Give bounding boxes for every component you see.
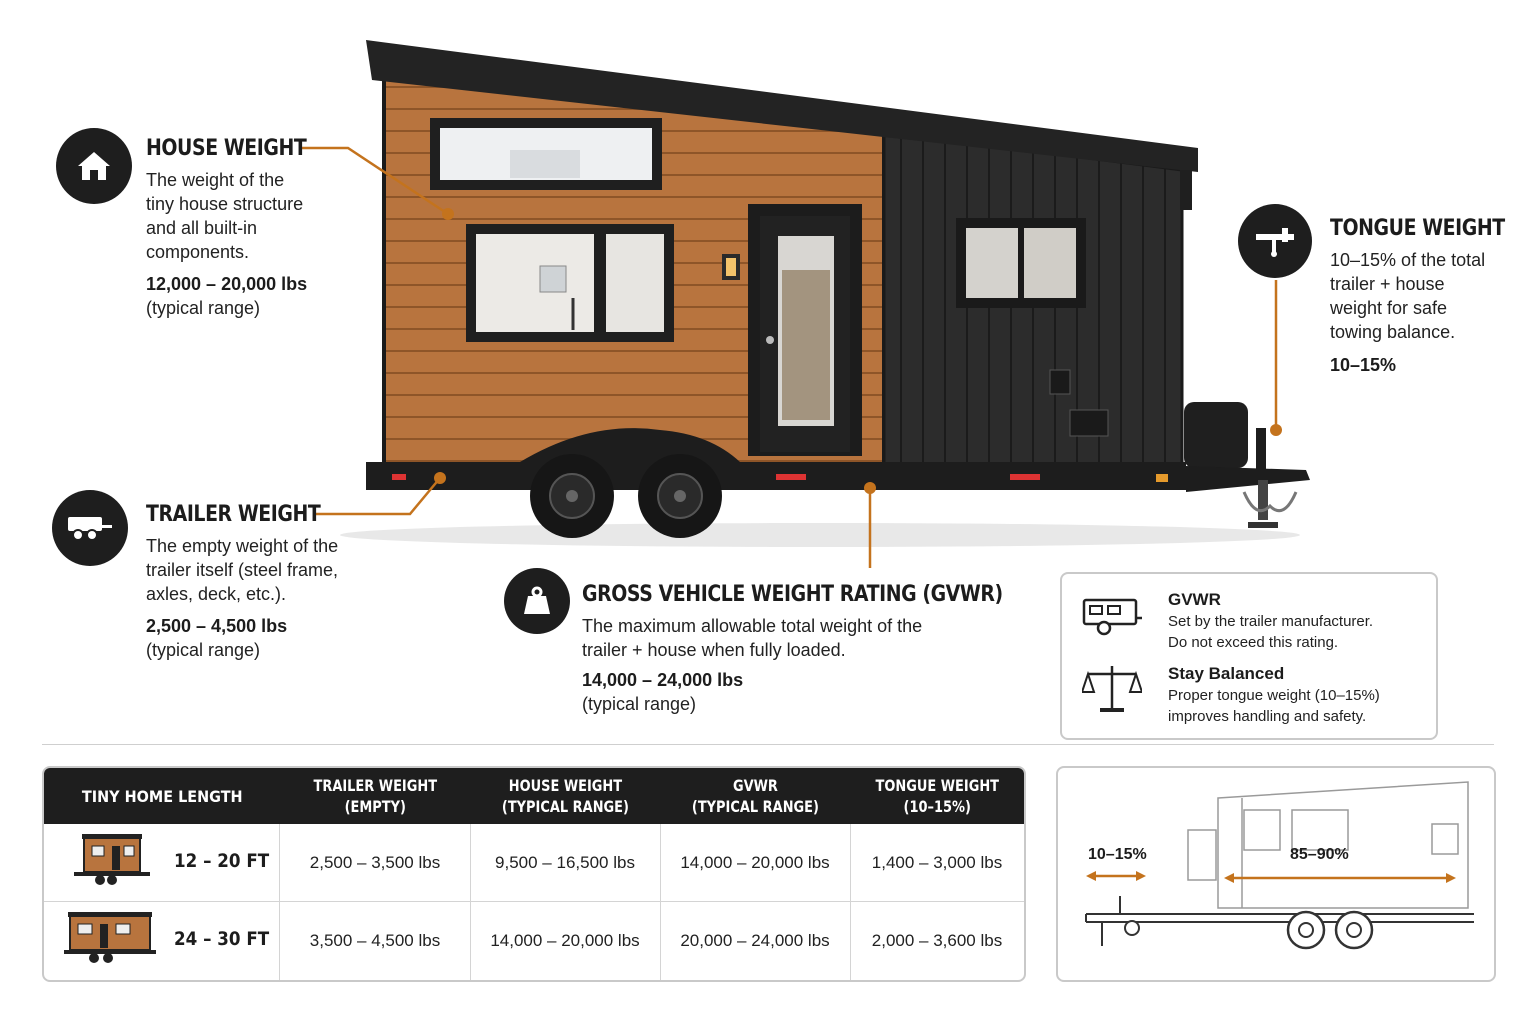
tongue-weight-title: TONGUE WEIGHT <box>1330 216 1505 241</box>
table-cell-trailer: 2,500 – 3,500 lbs <box>280 824 471 901</box>
front-distribution-label: 10–15% <box>1088 846 1147 863</box>
leader-lines <box>300 146 1278 568</box>
table-cell-tongue: 2,000 – 3,600 lbs <box>871 931 1003 950</box>
legend-box: GVWR Set by the trailer manufacturer. Do… <box>1060 572 1438 740</box>
legend-balance-text: Proper tongue weight (10–15%) improves h… <box>1168 687 1380 725</box>
trailer-weight-note: (typical range) <box>146 640 261 660</box>
rv-trailer-icon <box>1082 598 1142 636</box>
trailer-weight-description: The empty weight of the trailer itself (… <box>146 536 339 604</box>
wheel-rear <box>638 454 722 538</box>
trailer-outline-drawing <box>1085 781 1474 950</box>
table-header-tongue: TONGUE WEIGHT(10–15%) <box>850 768 1024 824</box>
table-cell-length: 12 – 20 FT <box>174 850 270 872</box>
trailer-weight-title: TRAILER WEIGHT <box>146 502 321 527</box>
weight-icon <box>504 568 570 634</box>
hitch-icon <box>1238 204 1312 278</box>
gvwr-range: 14,000 – 24,000 lbs <box>582 670 744 690</box>
table-cell-gvwr: 14,000 – 20,000 lbs <box>660 824 851 901</box>
balance-scale-icon <box>1082 666 1142 712</box>
table-header-gvwr: GVWR(TYPICAL RANGE) <box>660 768 851 824</box>
gvwr-note: (typical range) <box>582 694 697 714</box>
gvwr-title: GROSS VEHICLE WEIGHT RATING (GVWR) <box>582 582 1003 607</box>
legend-gvwr-text: Set by the trailer manufacturer. Do not … <box>1168 613 1374 651</box>
house-weight-description: The weight of the tiny house structure a… <box>146 170 304 262</box>
weight-distribution-diagram: 10–15% 85–90% <box>1056 766 1496 982</box>
house-weight-note: (typical range) <box>146 298 261 318</box>
house-icon <box>56 128 132 204</box>
small-tiny-home-icon <box>74 834 150 885</box>
table-cell-length: 24 – 30 FT <box>174 928 270 950</box>
table-header-trailer: TRAILER WEIGHT(EMPTY) <box>280 768 471 824</box>
table-cell-tongue: 1,400 – 3,000 lbs <box>871 852 1003 872</box>
weight-table: TINY HOME LENGTH TRAILER WEIGHT(EMPTY) H… <box>42 766 1026 982</box>
house-weight-title: HOUSE WEIGHT <box>146 136 307 161</box>
tongue-weight-description: 10–15% of the total trailer + house weig… <box>1330 250 1486 342</box>
wheel-front <box>530 454 614 538</box>
table-header-length: TINY HOME LENGTH <box>44 768 281 824</box>
rear-distribution-label: 85–90% <box>1290 846 1349 863</box>
row-divider <box>44 901 1024 902</box>
tiny-house-illustration <box>300 40 1310 568</box>
table-cell-house: 9,500 – 16,500 lbs <box>470 824 661 901</box>
trailer-weight-range: 2,500 – 4,500 lbs <box>146 616 288 636</box>
trailer-icon <box>52 490 128 566</box>
table-cell-trailer: 3,500 – 4,500 lbs <box>280 902 471 980</box>
legend-balance-title: Stay Balanced <box>1168 664 1285 683</box>
section-divider <box>42 744 1494 745</box>
large-tiny-home-icon <box>64 912 156 963</box>
legend-gvwr-title: GVWR <box>1168 590 1221 609</box>
tongue-weight-range: 10–15% <box>1330 355 1397 375</box>
gvwr-description: The maximum allowable total weight of th… <box>582 616 923 660</box>
table-header-house: HOUSE WEIGHT(TYPICAL RANGE) <box>470 768 661 824</box>
table-cell-gvwr: 20,000 – 24,000 lbs <box>660 902 851 980</box>
house-weight-range: 12,000 – 20,000 lbs <box>146 274 308 294</box>
table-cell-house: 14,000 – 20,000 lbs <box>470 902 661 980</box>
